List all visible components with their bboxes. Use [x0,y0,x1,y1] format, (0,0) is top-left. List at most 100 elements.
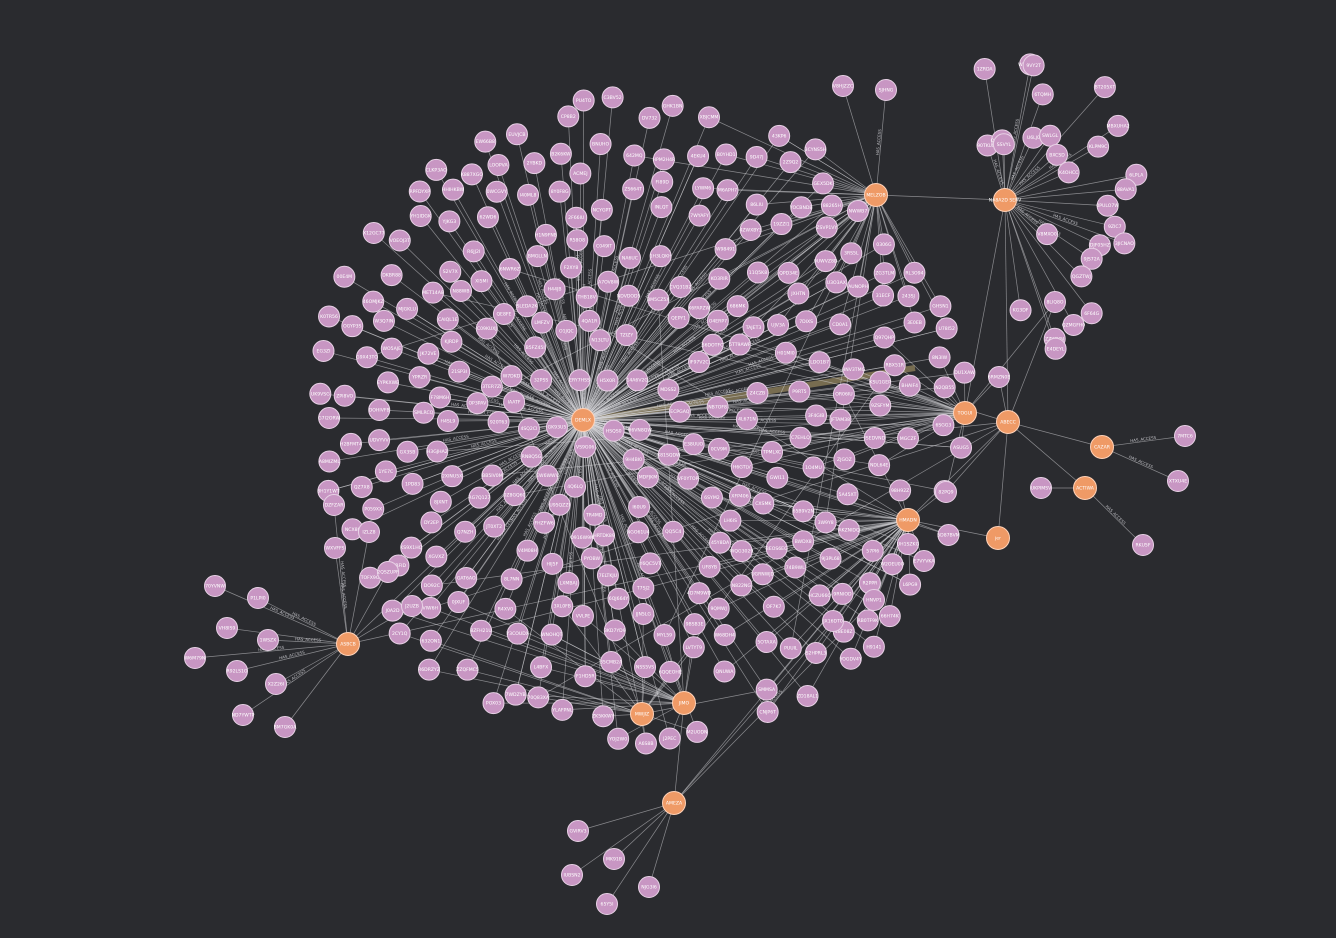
user-node-circle[interactable] [708,267,731,290]
user-node[interactable]: 3E0EB [903,311,926,334]
user-node[interactable]: 8LIQ8O [1044,291,1066,313]
user-node[interactable]: K4OHCC [1057,161,1080,184]
user-node[interactable]: 3CYNS5H [804,138,827,161]
user-node-circle[interactable] [548,493,571,516]
user-node[interactable]: 3JICNAO [1113,232,1136,255]
user-node[interactable]: MBXUHA2 [1107,114,1130,137]
user-node[interactable]: I40ML8 [517,183,540,206]
user-node-circle[interactable] [688,582,711,605]
edge[interactable] [719,519,909,544]
edge[interactable] [1101,446,1179,482]
user-node-circle[interactable] [492,303,515,326]
edge[interactable] [582,419,698,733]
user-node[interactable]: 6NWR6Z [498,257,521,280]
user-node[interactable]: 9UWVZ8D [814,250,838,273]
user-node[interactable]: 4QA1R [578,309,601,332]
host-node[interactable]: ASBCB [336,632,360,656]
user-node[interactable]: GHSN1 [929,295,952,318]
user-node-circle[interactable] [425,158,448,181]
edge[interactable] [334,547,349,645]
edge[interactable] [582,419,796,568]
user-node-circle[interactable] [1174,425,1196,447]
edge[interactable] [194,643,349,659]
user-node-circle[interactable] [790,196,813,219]
user-node-circle[interactable] [804,641,827,664]
user-node[interactable]: SLEDA2K [515,295,538,318]
user-node-circle[interactable] [440,330,463,353]
user-node-circle[interactable] [607,587,630,610]
user-node[interactable]: 70YVNW [204,575,226,597]
user-node[interactable]: W2OEU0O [880,553,905,576]
user-node-circle[interactable] [419,629,442,652]
user-node[interactable]: 8Y0F8G [548,180,571,203]
user-node-circle[interactable] [204,575,226,597]
user-node[interactable]: DV732 [638,106,661,129]
edge[interactable] [641,381,881,715]
user-node-circle[interactable] [742,316,765,339]
user-node-circle[interactable] [523,152,546,175]
user-node[interactable]: 6F64G [1080,302,1103,325]
user-node-circle[interactable] [833,448,856,471]
edge[interactable] [1004,199,1092,314]
user-node[interactable]: S2V7X [439,260,462,283]
user-node[interactable]: BXCSD [1046,143,1069,166]
user-node-circle[interactable] [567,820,589,842]
user-node-circle[interactable] [460,163,483,186]
user-node[interactable]: 9RNIOD [831,582,854,605]
user-node[interactable]: 2XINU5X [441,465,464,488]
user-node-circle[interactable] [503,390,526,413]
user-node[interactable]: O916W9M [570,526,594,549]
edge[interactable] [1007,421,1103,448]
user-node-circle[interactable] [808,584,831,607]
user-node[interactable]: C3BV52 [601,86,624,109]
user-node-circle[interactable] [697,106,720,129]
user-node[interactable]: H5X0R [596,369,619,392]
user-node-circle[interactable] [401,595,423,617]
user-node-circle[interactable] [829,408,852,431]
user-node[interactable]: WQG3029 [730,540,753,563]
edge[interactable] [517,633,685,704]
edge[interactable] [236,643,349,672]
user-node-circle[interactable] [506,622,529,645]
user-node[interactable]: ZD18AL1 [796,684,819,707]
user-node[interactable]: R4XV0 [494,597,517,620]
user-node[interactable]: 70Q83XA [527,686,550,709]
edge[interactable] [582,419,710,568]
user-node-circle[interactable] [928,346,951,369]
edge[interactable] [347,531,370,645]
user-node[interactable]: BHAIF4 [898,374,921,397]
edge[interactable] [540,666,685,704]
edge[interactable] [1101,435,1186,448]
edge[interactable] [945,421,1009,493]
user-node[interactable]: BEOS6EG [765,537,788,560]
user-node-circle[interactable] [903,261,926,284]
user-node-circle[interactable] [682,433,705,456]
user-node-circle[interactable] [309,382,332,405]
user-node-circle[interactable] [312,339,335,362]
user-node-circle[interactable] [420,574,443,597]
edge[interactable] [320,393,584,421]
user-node[interactable]: ZPI8VO [333,384,356,407]
user-node-circle[interactable] [520,445,543,468]
user-node[interactable]: PU4TO [572,89,595,112]
user-node-circle[interactable] [232,704,254,726]
user-node-circle[interactable] [372,309,395,332]
host-node[interactable]: MELZOB [864,183,888,207]
user-node[interactable]: XI5MI [470,270,493,293]
edge[interactable] [347,519,909,645]
user-node-circle[interactable] [719,509,742,532]
user-node[interactable]: F2XY8 [560,256,583,279]
edge[interactable] [582,419,792,649]
user-node-circle[interactable] [638,106,661,129]
user-node[interactable]: FHZFW6 [533,511,556,534]
user-node[interactable]: KO3RIR [708,267,731,290]
user-node-circle[interactable] [388,229,411,252]
user-node-circle[interactable] [318,305,341,328]
user-node[interactable]: N822NG [730,574,753,597]
host-node-circle[interactable] [1090,435,1114,459]
user-node-circle[interactable] [739,219,762,242]
user-node[interactable]: 9BSB3E [683,613,706,636]
user-node[interactable]: XFP406 [728,484,751,507]
user-node[interactable]: 2QSZUPF [377,561,399,583]
user-node-circle[interactable] [1036,223,1059,246]
